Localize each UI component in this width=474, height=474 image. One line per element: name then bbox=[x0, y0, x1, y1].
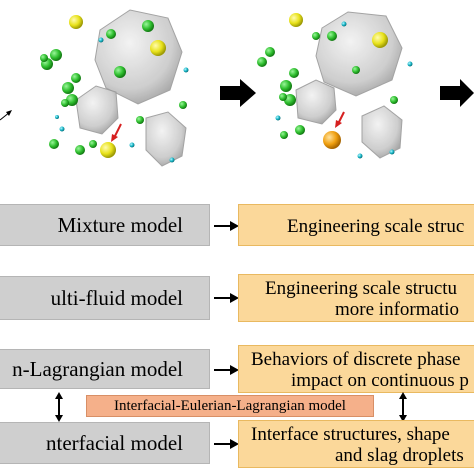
simulation-snapshots bbox=[0, 9, 474, 167]
result-text-euler-lagrange-line-1: Behaviors of discrete phase bbox=[251, 349, 461, 370]
result-text-multi-fluid-line-1: Engineering scale structu bbox=[265, 278, 458, 299]
model-box-multi-fluid: ulti-fluid model bbox=[0, 276, 210, 320]
particles-frame-2 bbox=[257, 13, 413, 159]
result-text-interfacial-line-1: Interface structures, shape bbox=[251, 424, 450, 445]
slag-droplet-medium bbox=[75, 85, 119, 135]
slag-droplet-small-2 bbox=[361, 105, 403, 159]
bridge-label: Interfacial-Eulerian-Lagrangian model bbox=[86, 395, 374, 417]
model-box-mixture: Mixture model bbox=[0, 204, 210, 246]
result-text-euler-lagrange-line-2: impact on continuous p bbox=[291, 370, 469, 391]
transition-arrow-2 bbox=[440, 79, 474, 107]
model-label-mixture: Mixture model bbox=[57, 212, 183, 237]
model-label-interfacial: nterfacial model bbox=[45, 430, 183, 455]
model-label-euler-lagrange: n-Lagrangian model bbox=[12, 356, 183, 381]
slag-droplet-medium-2 bbox=[295, 79, 337, 125]
result-box-euler-lagrange: Behaviors of discrete phase impact on co… bbox=[238, 345, 474, 393]
particles-frame-1 bbox=[40, 15, 189, 163]
result-box-multi-fluid: Engineering scale structu more informati… bbox=[238, 274, 474, 322]
result-text-mixture-line-1: Engineering scale struc bbox=[287, 216, 465, 237]
bridge-right-connector bbox=[402, 398, 404, 416]
result-box-interfacial: Interface structures, shape and slag dro… bbox=[238, 420, 474, 468]
slag-droplet-small bbox=[145, 111, 187, 167]
model-box-interfacial: nterfacial model bbox=[0, 422, 210, 464]
result-box-mixture: Engineering scale struc bbox=[238, 204, 474, 246]
result-text-interfacial-line-2: and slag droplets bbox=[335, 445, 464, 466]
result-text-multi-fluid-line-2: more informatio bbox=[335, 299, 459, 320]
row-arrow-2 bbox=[214, 297, 232, 299]
row-arrow-1 bbox=[214, 225, 232, 227]
model-label-multi-fluid: ulti-fluid model bbox=[50, 285, 183, 310]
slag-droplet-large bbox=[94, 9, 183, 105]
model-box-euler-lagrange: n-Lagrangian model bbox=[0, 349, 210, 389]
row-arrow-3 bbox=[214, 369, 232, 371]
row-arrow-4 bbox=[214, 443, 232, 445]
slag-droplet-large-2 bbox=[315, 11, 403, 97]
transition-arrow-1 bbox=[220, 79, 256, 107]
bridge-left-connector bbox=[58, 398, 60, 416]
